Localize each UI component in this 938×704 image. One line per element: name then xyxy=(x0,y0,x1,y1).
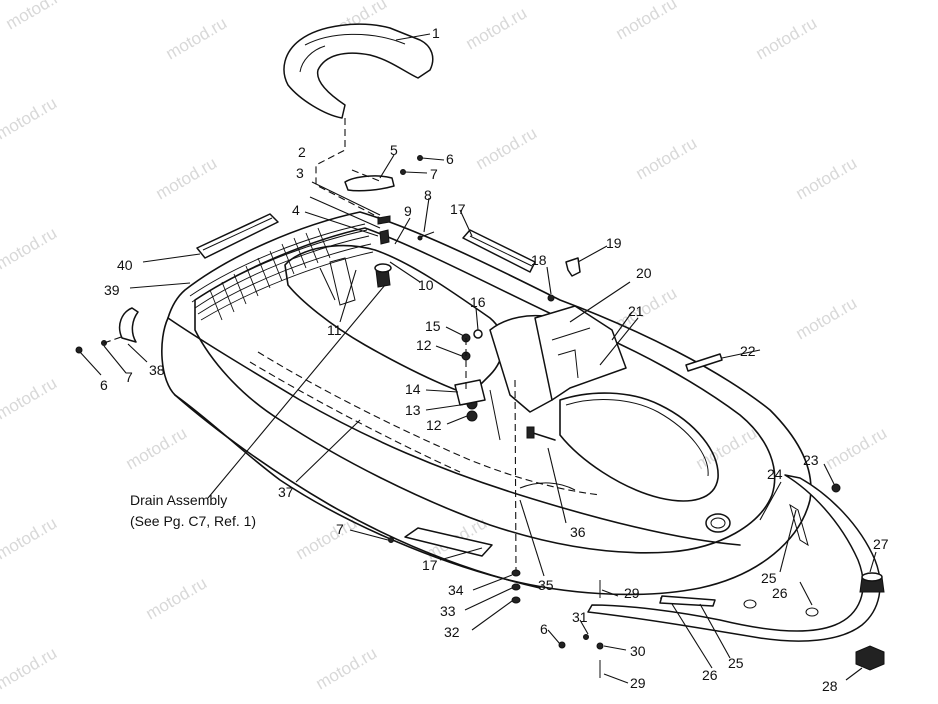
watermark-text: motod.ru xyxy=(153,153,221,203)
fasteners-29-31 xyxy=(558,580,604,678)
callout-29b: 29 xyxy=(630,675,646,691)
side-strip-right-part xyxy=(462,229,536,273)
callout-35: 35 xyxy=(538,577,554,593)
watermark-text: motod.ru xyxy=(0,643,60,693)
watermark-text: motod.ru xyxy=(613,0,681,43)
callout-17b: 17 xyxy=(422,557,438,573)
callout-19: 19 xyxy=(606,235,622,251)
callout-39: 39 xyxy=(104,282,120,298)
watermark-text: motod.ru xyxy=(823,423,891,473)
callout-37: 37 xyxy=(278,484,294,500)
callout-21: 21 xyxy=(628,303,644,319)
callout-30: 30 xyxy=(630,643,646,659)
side-strip-left-part xyxy=(196,213,279,259)
callout-17a: 17 xyxy=(450,201,466,217)
callout-16: 16 xyxy=(470,294,486,310)
note-line-2: (See Pg. C7, Ref. 1) xyxy=(130,513,256,529)
drain-assembly-note: Drain Assembly (See Pg. C7, Ref. 1) xyxy=(130,492,256,529)
callout-29a: 29 xyxy=(624,585,640,601)
watermark-text: motod.ru xyxy=(0,223,60,273)
callout-33: 33 xyxy=(440,603,456,619)
decal-22 xyxy=(685,353,723,372)
callout-25a: 25 xyxy=(761,570,777,586)
fitting-28-part xyxy=(855,645,885,671)
callout-31: 31 xyxy=(572,609,588,625)
watermark-text: motod.ru xyxy=(0,373,60,423)
deck-mat-hatching xyxy=(209,227,331,321)
callout-5: 5 xyxy=(390,142,398,158)
callout-6b: 6 xyxy=(100,377,108,393)
watermark-text: motod.ru xyxy=(463,3,531,53)
callout-40: 40 xyxy=(117,257,133,273)
watermark-text: motod.ru xyxy=(143,573,211,623)
callout-24: 24 xyxy=(767,466,783,482)
watermark-text: motod.ru xyxy=(123,423,191,473)
installation-dash-lines xyxy=(103,118,517,571)
callout-11: 11 xyxy=(327,322,342,338)
hull-body xyxy=(161,211,812,596)
fasteners-6-7 xyxy=(75,155,841,543)
callout-10: 10 xyxy=(418,277,434,293)
callout-13: 13 xyxy=(405,402,421,418)
callout-15: 15 xyxy=(425,318,441,334)
clip-part xyxy=(118,307,139,343)
fastener-stack-12-16 xyxy=(454,329,486,422)
clip-18-19 xyxy=(547,257,581,302)
leader-lines xyxy=(79,33,877,684)
callout-4: 4 xyxy=(292,202,300,218)
callout-23: 23 xyxy=(803,452,819,468)
watermark-text: motod.ru xyxy=(693,423,761,473)
grab-handle-part xyxy=(283,23,434,119)
callout-28: 28 xyxy=(822,678,838,694)
drain-hardware xyxy=(374,215,435,288)
callout-7b: 7 xyxy=(125,369,133,385)
fitting-27-part xyxy=(859,572,885,593)
watermark-text: motod.ru xyxy=(0,93,60,143)
callout-12a: 12 xyxy=(416,337,432,353)
callout-34: 34 xyxy=(448,582,464,598)
callout-9: 9 xyxy=(404,203,412,219)
callout-3: 3 xyxy=(296,165,304,181)
watermark-layer: motod.ru motod.ru motod.ru motod.ru moto… xyxy=(0,0,890,693)
bow-bumper-part xyxy=(587,474,881,642)
watermark-text: motod.ru xyxy=(163,13,231,63)
callout-14: 14 xyxy=(405,381,421,397)
callout-25b: 25 xyxy=(728,655,744,671)
callout-26b: 26 xyxy=(702,667,718,683)
watermark-text: motod.ru xyxy=(753,13,821,63)
callout-6c: 6 xyxy=(540,621,548,637)
callout-7a: 7 xyxy=(430,166,438,182)
callout-1: 1 xyxy=(432,25,440,41)
callout-12b: 12 xyxy=(426,417,442,433)
watermark-text: motod.ru xyxy=(313,643,381,693)
callout-20: 20 xyxy=(636,265,652,281)
callout-32: 32 xyxy=(444,624,460,640)
side-strip-lower-part xyxy=(404,527,493,557)
callout-7c: 7 xyxy=(336,521,344,537)
pad-part xyxy=(344,175,395,192)
watermark-text: motod.ru xyxy=(793,153,861,203)
watermark-text: motod.ru xyxy=(0,513,60,563)
watermark-text: motod.ru xyxy=(633,133,701,183)
callout-labels: 1 2 3 4 5 6 7 8 9 17 40 39 10 11 16 15 1… xyxy=(100,25,889,694)
callout-36: 36 xyxy=(570,524,586,540)
bolt-36 xyxy=(526,426,556,441)
watermark-text: motod.ru xyxy=(793,293,861,343)
callout-2: 2 xyxy=(298,144,306,160)
note-line-1: Drain Assembly xyxy=(130,492,227,508)
callout-38: 38 xyxy=(149,362,165,378)
watermark-text: motod.ru xyxy=(473,123,541,173)
watermark-text: motod.ru xyxy=(3,0,71,33)
callout-8: 8 xyxy=(424,187,432,203)
callout-26a: 26 xyxy=(772,585,788,601)
fastener-stack-32-34 xyxy=(511,569,521,604)
callout-18: 18 xyxy=(531,252,547,268)
callout-6a: 6 xyxy=(446,151,454,167)
callout-22: 22 xyxy=(740,343,756,359)
callout-27: 27 xyxy=(873,536,889,552)
